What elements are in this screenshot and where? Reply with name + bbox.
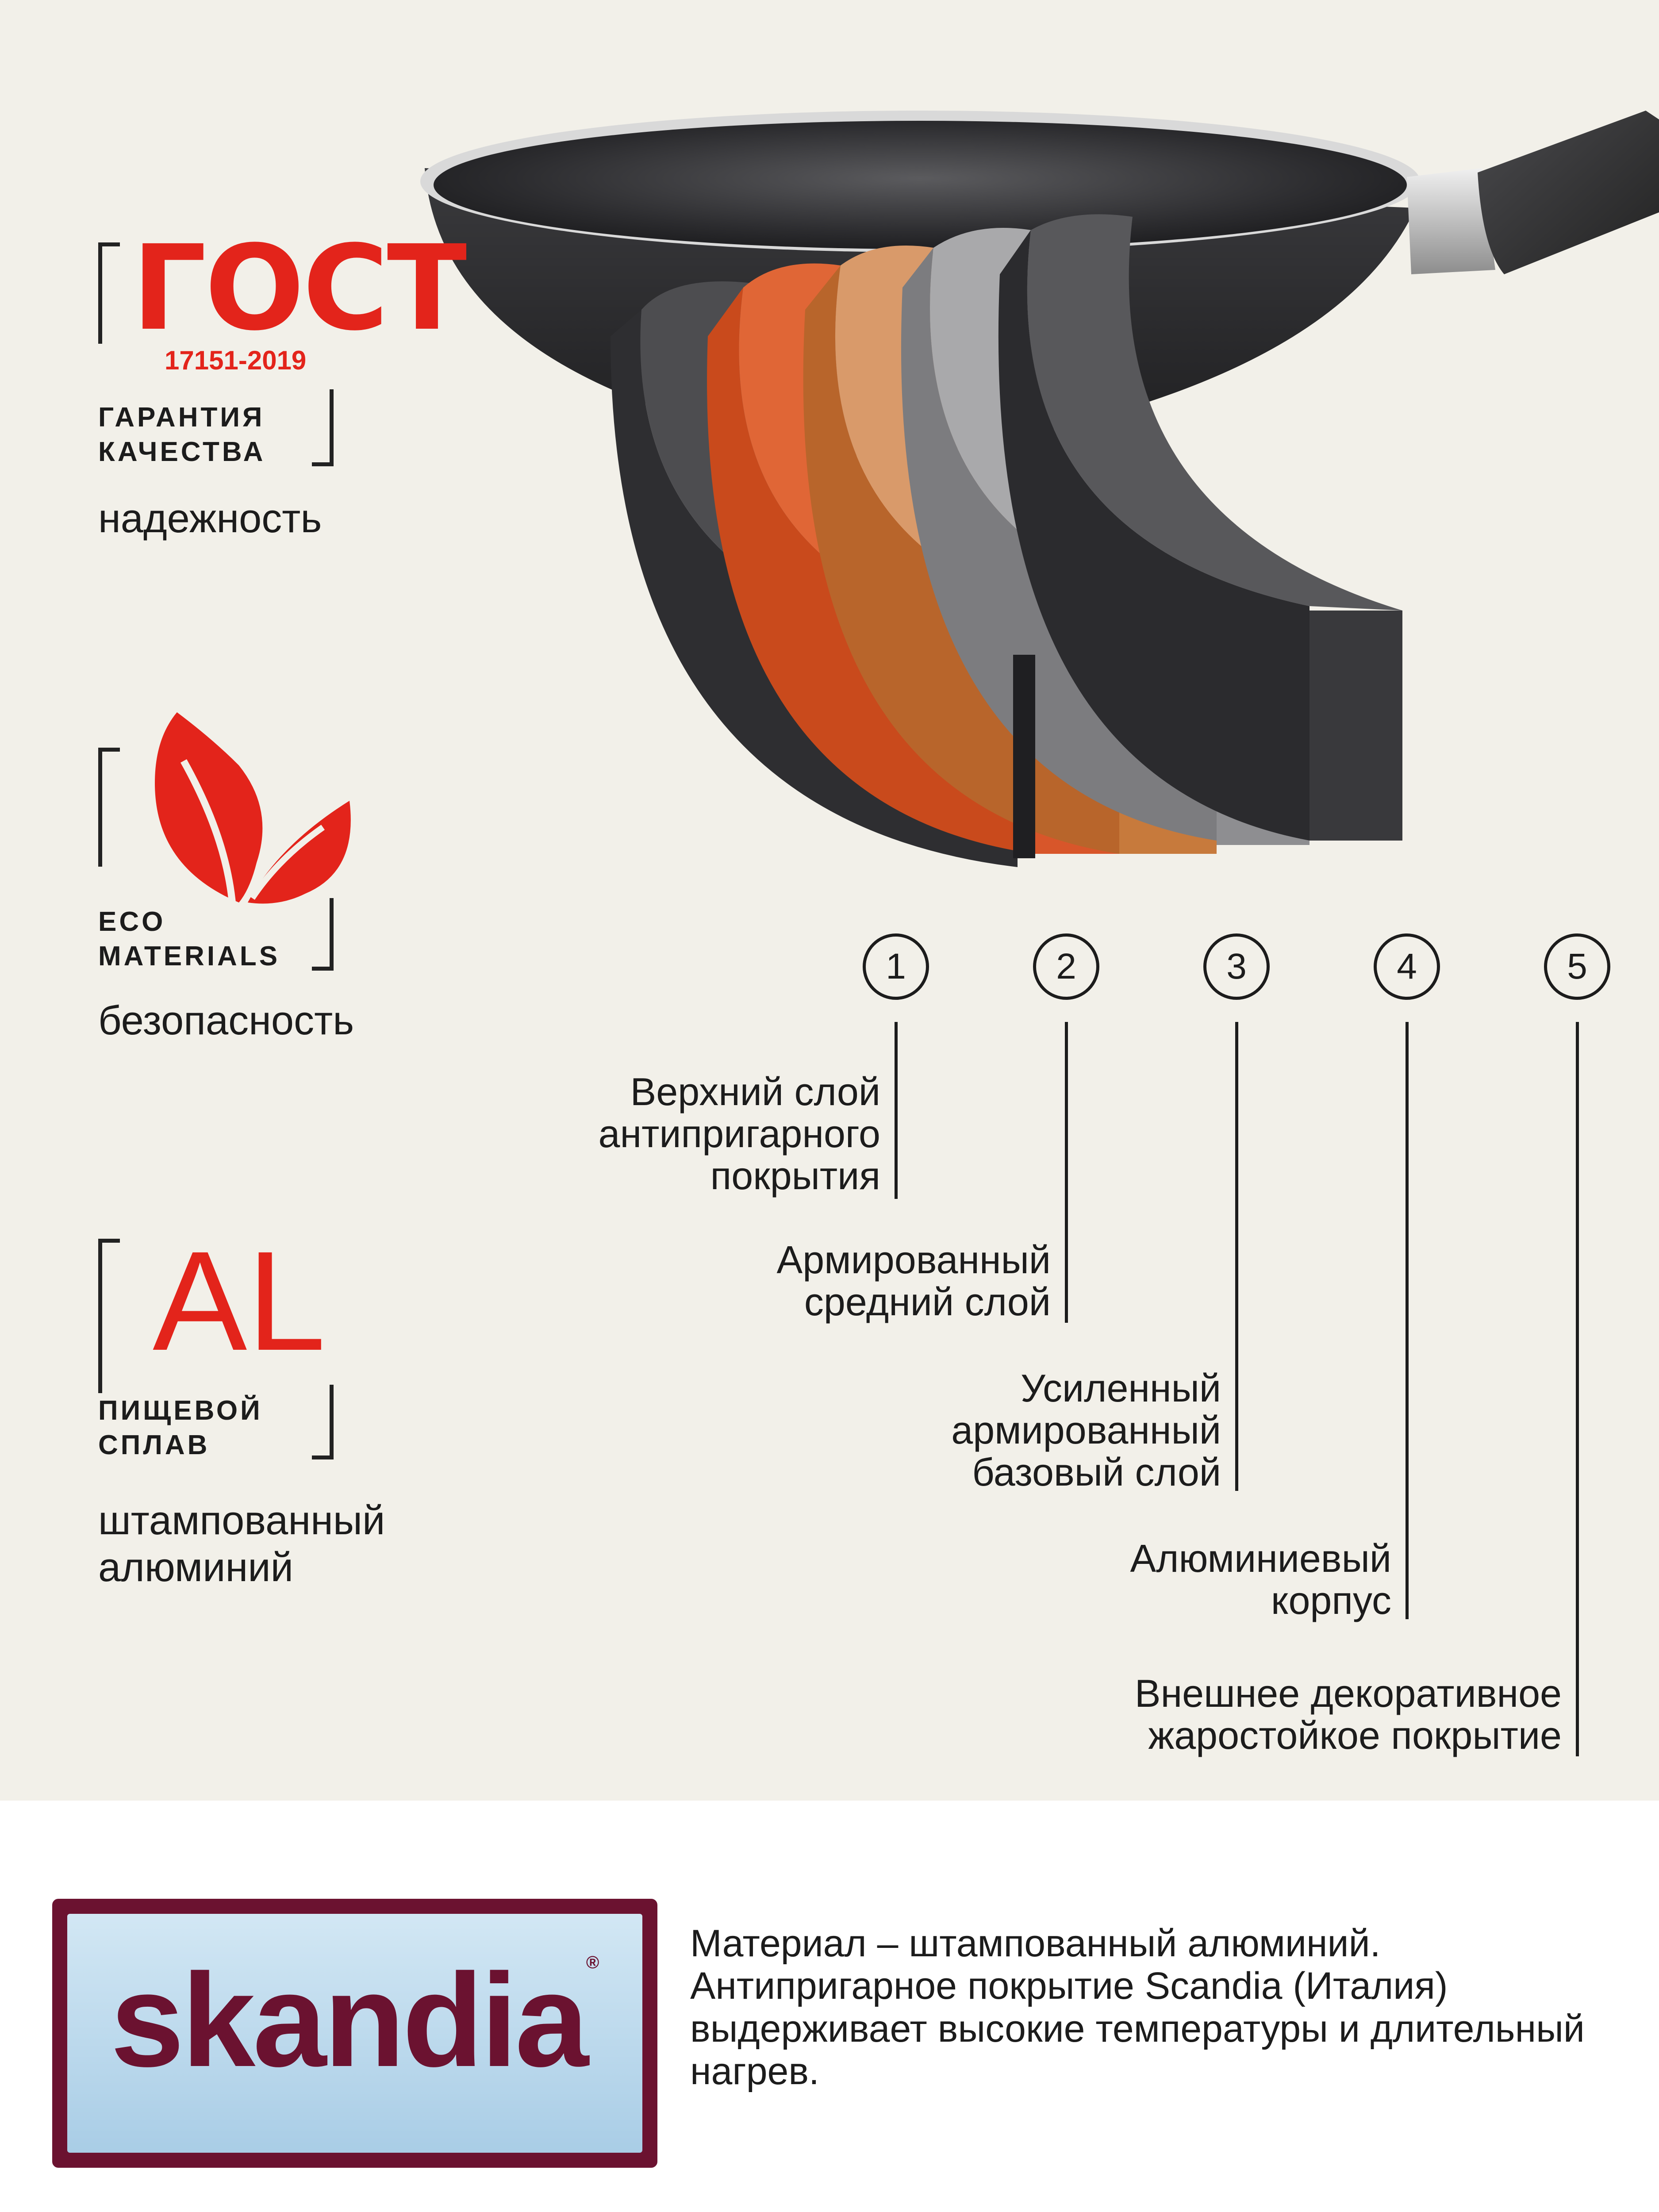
leaf-icon xyxy=(155,712,351,904)
gost-title: ГОСТ xyxy=(132,220,467,357)
skandia-logo: skandia® xyxy=(52,1899,657,2168)
bracket-bottom-right xyxy=(312,898,334,971)
bracket-bottom-right xyxy=(312,389,334,466)
product-description: Материал – штампованный алюминий. Антипр… xyxy=(690,1922,1585,2093)
layer-label-4: Алюминиевый корпус xyxy=(1130,1536,1391,1623)
al-caption: ПИЩЕВОЙ СПЛАВ xyxy=(98,1395,263,1460)
bracket-top-left xyxy=(98,748,120,867)
layer-label-1: Верхний слой антипригарного покрытия xyxy=(598,1070,880,1198)
layer-number-2: 2 xyxy=(1033,933,1099,1000)
gost-subtitle: надежность xyxy=(98,496,322,541)
layer-number-5: 5 xyxy=(1544,933,1610,1000)
layer-number-4: 4 xyxy=(1374,933,1440,1000)
pan-layers-illustration xyxy=(420,111,1659,867)
leader-line-5 xyxy=(1576,1022,1579,1756)
layer-label-2: Армированный средний слой xyxy=(776,1238,1051,1324)
layer-number-1: 1 xyxy=(863,933,929,1000)
gost-code: 17151-2019 xyxy=(165,346,307,375)
layer-label-5: Внешнее декоративное жаростойкое покрыти… xyxy=(1134,1671,1562,1758)
al-subtitle: штампованный алюминий xyxy=(98,1498,385,1590)
leader-line-2 xyxy=(1065,1022,1068,1323)
bracket-top-left xyxy=(98,1239,120,1393)
bracket-top-left xyxy=(98,242,120,344)
leader-line-4 xyxy=(1406,1022,1409,1619)
bracket-bottom-right xyxy=(312,1385,334,1459)
al-title: AL xyxy=(153,1221,326,1380)
gost-caption: ГАРАНТИЯ КАЧЕСТВА xyxy=(98,402,266,467)
layer-label-3: Усиленный армированный базовый слой xyxy=(951,1366,1221,1494)
eco-caption: ECO MATERIALS xyxy=(98,906,280,972)
logo-wordmark: skandia® xyxy=(110,1946,599,2094)
leader-line-3 xyxy=(1235,1022,1238,1491)
leader-line-1 xyxy=(895,1022,898,1199)
eco-subtitle: безопасность xyxy=(98,998,354,1043)
layer-number-3: 3 xyxy=(1203,933,1270,1000)
